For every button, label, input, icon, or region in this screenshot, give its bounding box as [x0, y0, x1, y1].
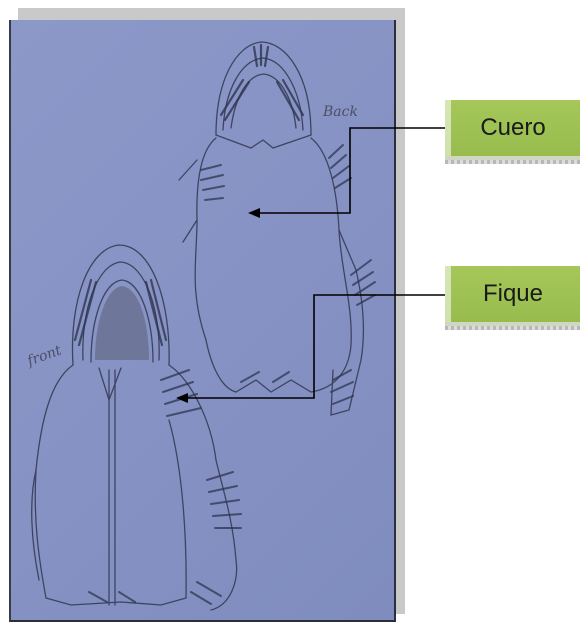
fique-arrow: [178, 295, 445, 398]
cuero-arrow: [250, 128, 445, 213]
